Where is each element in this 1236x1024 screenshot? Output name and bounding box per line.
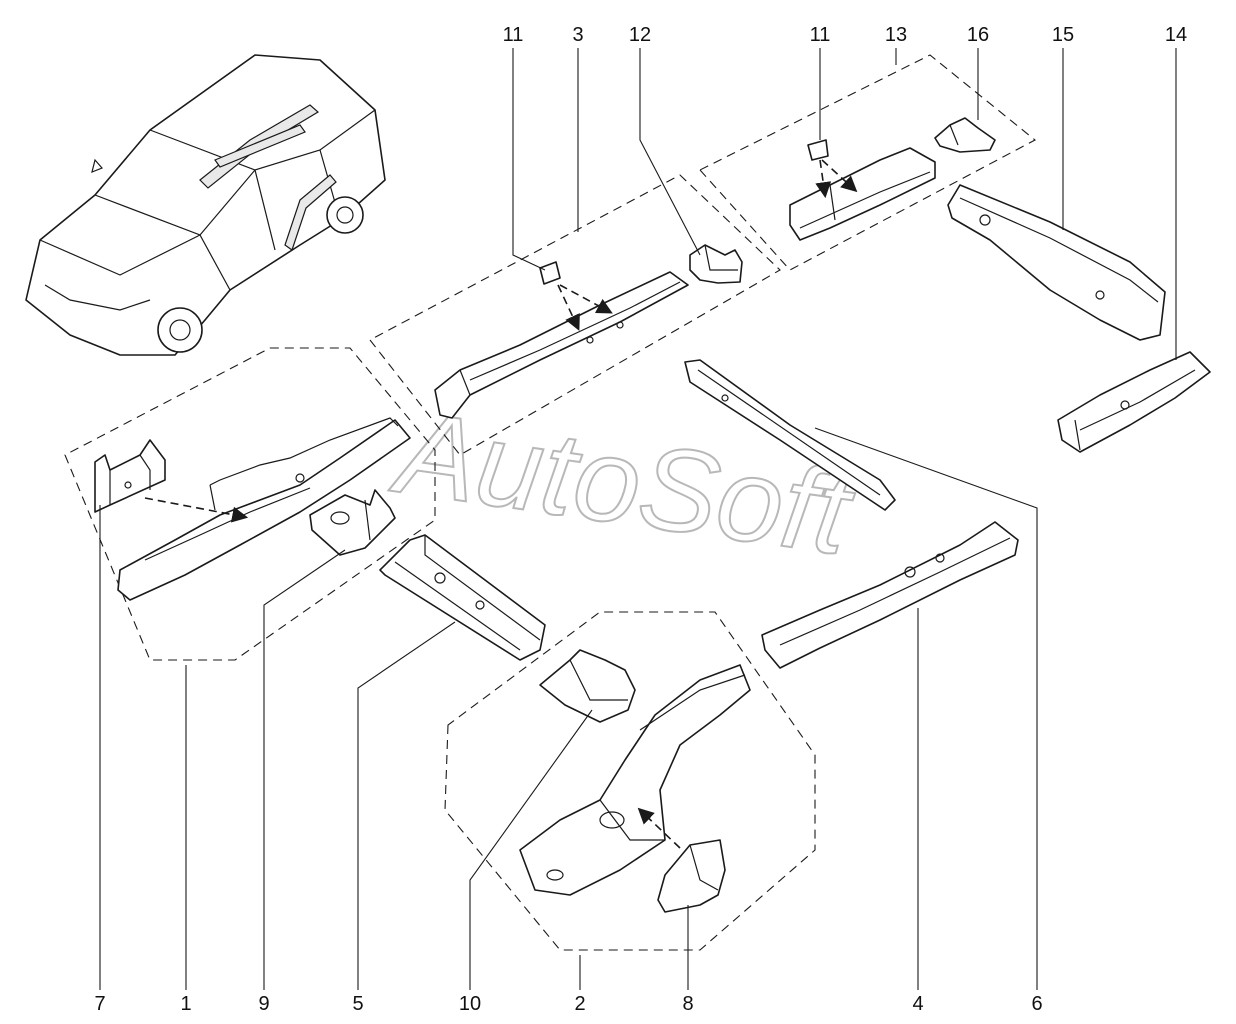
part-16-bracket: [934, 117, 996, 153]
callout-11-left: 11: [503, 24, 524, 46]
callout-5: 5: [352, 993, 363, 1015]
callout-16: 16: [967, 24, 989, 46]
part-9-bracket: [309, 489, 396, 556]
group-outline-1: [64, 347, 436, 661]
assembly-arrow-11-to-3b: [559, 284, 613, 314]
callout-13: 13: [885, 24, 907, 46]
leader-lines: [99, 48, 1177, 990]
part-2-front-member: [519, 664, 751, 896]
part-11-plate-right: [807, 139, 829, 161]
watermark-text: AutoSoft: [385, 385, 862, 580]
callout-8: 8: [682, 993, 693, 1015]
assembly-arrow-7-to-1: [144, 497, 249, 523]
callout-14: 14: [1165, 24, 1187, 46]
part-4-long-sill: [761, 521, 1019, 669]
group-outline-13: [699, 54, 1036, 271]
part-11-plate-left: [539, 261, 561, 285]
callout-9: 9: [258, 993, 269, 1015]
part-3-long-rail: [434, 271, 689, 419]
part-10-bracket: [539, 649, 636, 723]
part-14-rear-bracket: [1057, 351, 1211, 453]
callout-1: 1: [180, 993, 191, 1015]
assembly-arrow-11-to-13a: [815, 159, 832, 199]
callout-2: 2: [574, 993, 585, 1015]
assembly-arrow-11-to-3a: [557, 284, 580, 331]
assembly-arrow-11-to-13b: [821, 159, 858, 193]
callout-3: 3: [572, 24, 583, 46]
callout-10: 10: [459, 993, 481, 1015]
car-overview-illustration: [25, 54, 386, 356]
callout-15: 15: [1052, 24, 1074, 46]
part-12-bracket: [689, 244, 743, 284]
group-outline-3: [369, 174, 781, 456]
part-13-rear-rail: [789, 147, 936, 241]
part-8-bracket: [657, 839, 726, 913]
callout-7: 7: [94, 993, 105, 1015]
callout-11-right: 11: [810, 24, 831, 46]
part-15-rear-member: [947, 184, 1166, 341]
group-outline-2: [444, 611, 816, 951]
callout-6: 6: [1031, 993, 1042, 1015]
callout-4: 4: [912, 993, 923, 1015]
part-5-cross-member: [379, 534, 546, 661]
part-6-cross-rod: [684, 359, 896, 511]
part-7-bracket: [94, 439, 166, 513]
assembly-arrow-8-to-2: [637, 807, 681, 849]
callout-12: 12: [629, 24, 651, 46]
